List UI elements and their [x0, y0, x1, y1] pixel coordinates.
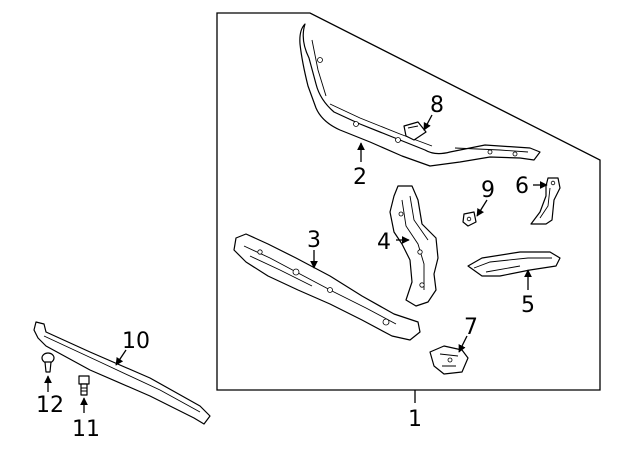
leader-7 [458, 335, 468, 353]
callout-10: 10 [122, 329, 150, 354]
part-4-vertical-support [389, 185, 439, 307]
callout-5: 5 [521, 293, 535, 318]
part-6-side-bracket [530, 177, 561, 225]
part-9-clip [462, 211, 477, 227]
part-3-lower-support [233, 233, 421, 341]
callout-6: 6 [515, 174, 529, 199]
part-7-small-bracket [429, 345, 469, 375]
part-12-push-clip [41, 352, 55, 373]
callout-7: 7 [464, 315, 478, 340]
callout-11: 11 [72, 417, 100, 442]
part-8-bracket [403, 121, 427, 141]
callout-2: 2 [353, 165, 367, 190]
callout-3: 3 [307, 228, 321, 253]
assembly-boundary-box [216, 12, 601, 391]
callout-4: 4 [377, 230, 391, 255]
callout-8: 8 [430, 93, 444, 118]
callout-12: 12 [36, 393, 64, 418]
leader-8 [423, 114, 433, 131]
part-10-seal-strip [33, 321, 211, 425]
part-11-bolt [78, 375, 90, 396]
part-2-upper-support [299, 23, 541, 167]
leader-10 [115, 349, 127, 366]
callout-1: 1 [408, 407, 422, 432]
leader-9 [476, 199, 488, 217]
callout-9: 9 [481, 178, 495, 203]
part-5-air-guide [467, 251, 561, 277]
